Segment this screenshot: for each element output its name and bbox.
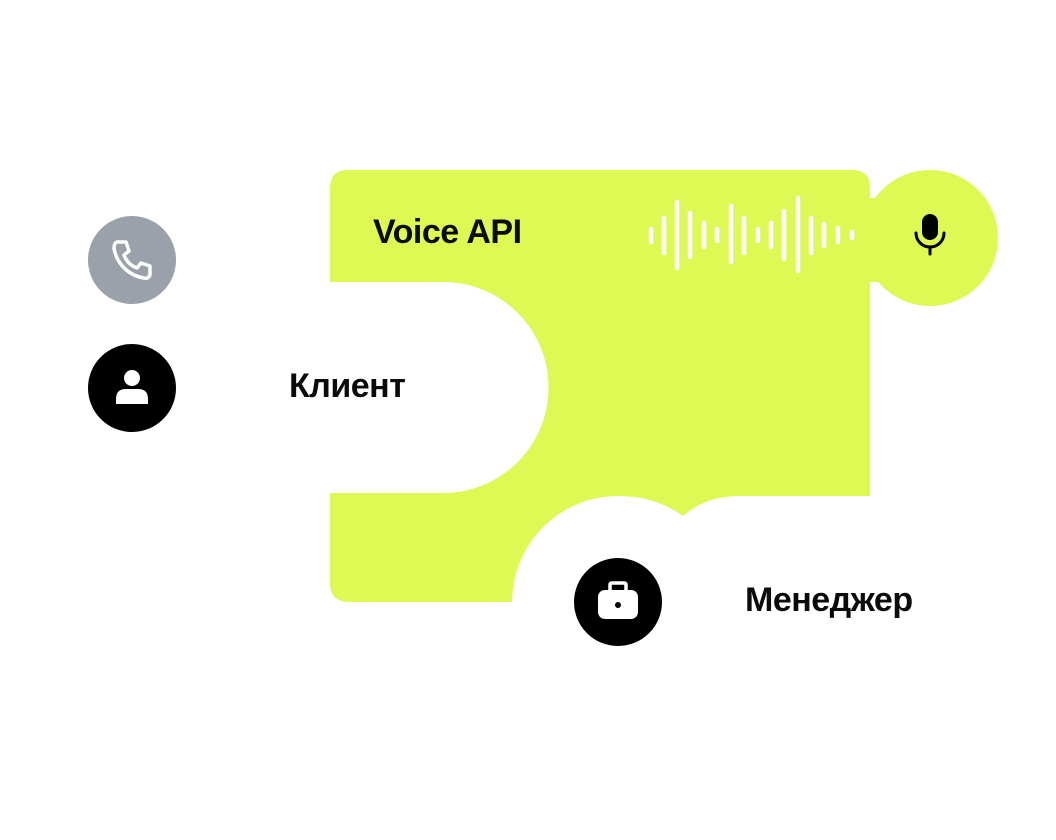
microphone-icon <box>914 214 946 256</box>
bubble-connector <box>860 198 880 282</box>
user-icon <box>88 344 176 432</box>
sound-wave-icon <box>648 195 855 274</box>
client-label: Клиент <box>289 367 406 405</box>
panel-shape <box>330 170 870 602</box>
voice-api-title: Voice API <box>373 213 522 251</box>
manager-label: Менеджер <box>745 581 913 619</box>
briefcase-icon <box>574 558 662 646</box>
phone-icon <box>88 216 176 304</box>
